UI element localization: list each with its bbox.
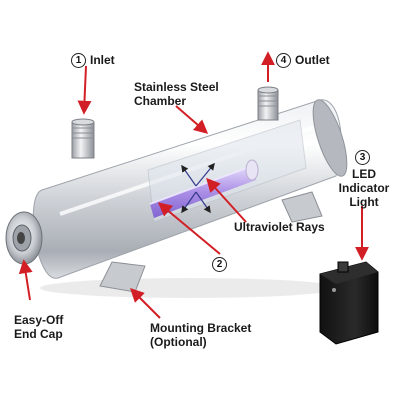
inlet-port bbox=[71, 118, 95, 159]
chamber-label: Stainless Steel Chamber bbox=[134, 80, 219, 108]
led-power-supply bbox=[319, 261, 379, 345]
lamp-arrow bbox=[157, 202, 221, 255]
floor-shadow bbox=[40, 278, 340, 298]
outlet-label: Outlet bbox=[295, 53, 330, 67]
end-cap-label-line1: Easy-Off bbox=[14, 313, 64, 327]
chamber-label-line1: Stainless Steel bbox=[134, 80, 219, 94]
chamber-label-line2: Chamber bbox=[134, 94, 187, 108]
uv-lamp bbox=[149, 159, 259, 218]
uv-rays-label: Ultraviolet Rays bbox=[234, 220, 325, 234]
uv-arrow bbox=[206, 177, 247, 223]
bracket-arrow bbox=[130, 288, 161, 319]
mounting-bracket-right bbox=[281, 191, 323, 223]
outlet-port bbox=[257, 86, 279, 121]
led-label-line2: Indicator bbox=[338, 181, 390, 195]
lamp-number-badge: 2 bbox=[212, 257, 227, 272]
chamber-arrow bbox=[175, 105, 209, 134]
inlet-arrow bbox=[77, 65, 92, 115]
led-number-badge: 3 bbox=[355, 150, 370, 165]
bracket-label-line1: Mounting Bracket bbox=[150, 321, 252, 335]
endcap-arrow bbox=[18, 259, 33, 301]
inlet-label: Inlet bbox=[90, 53, 115, 67]
outlet-number-badge: 4 bbox=[276, 53, 291, 68]
uv-rays bbox=[181, 162, 215, 214]
end-cap bbox=[5, 211, 43, 265]
led-label-line1: LED bbox=[352, 167, 376, 181]
led-indicator-label: LED Indicator Light bbox=[337, 167, 391, 209]
led-label-line3: Light bbox=[349, 195, 379, 209]
end-cap-label: Easy-Off End Cap bbox=[14, 313, 63, 341]
bracket-label-line2: (Optional) bbox=[150, 335, 207, 349]
mounting-bracket-label: Mounting Bracket (Optional) bbox=[150, 321, 251, 349]
callout-arrows bbox=[18, 51, 369, 319]
end-cap-label-line2: End Cap bbox=[14, 327, 63, 341]
inlet-number-badge: 1 bbox=[71, 53, 86, 68]
